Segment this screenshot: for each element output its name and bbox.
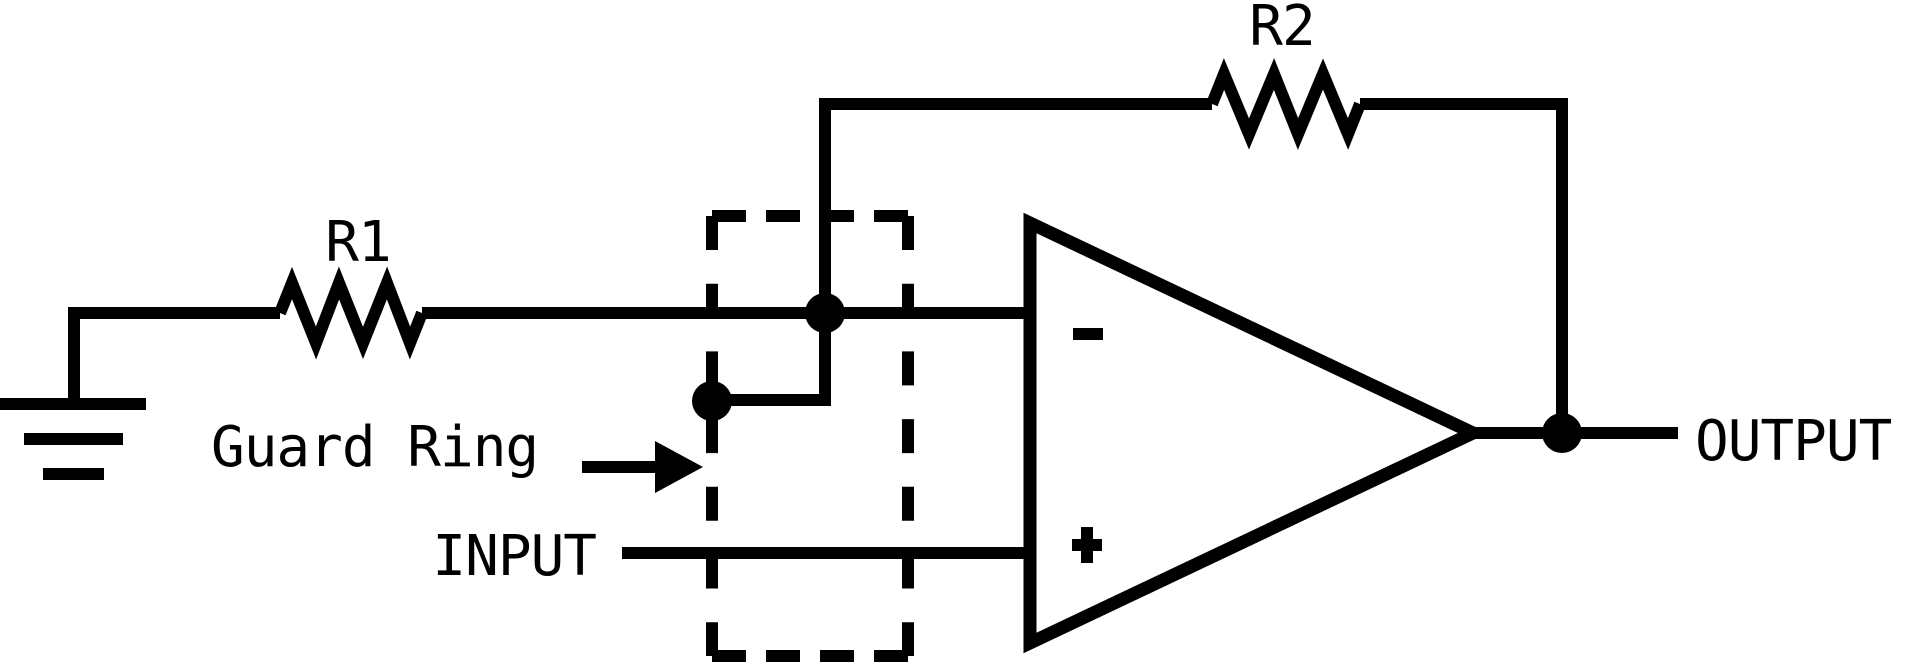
minus-bar [1073,328,1103,340]
wire-r1-to-ground [68,307,280,404]
wire-feedback-right [1360,98,1568,433]
ground-bar-middle [24,433,123,445]
junction-dot-inverting-node [805,293,845,333]
ground-bar-top [0,398,146,410]
arrow-head [655,441,703,493]
output-label: OUTPUT [1695,409,1892,474]
r2-label: R2 [1249,0,1314,59]
wire-feedback-left [819,98,1212,313]
ground-bar-bottom [43,468,104,480]
junction-dot-output-node [1542,413,1582,453]
input-label: INPUT [432,524,596,589]
arrow-shaft [582,461,657,473]
wire-guard-ring-connection [712,313,831,406]
junction-dot-guard-ring [692,381,732,421]
op-amp-plus-symbol [1072,527,1102,563]
r1-label: R1 [325,210,390,275]
plus-vertical-bar [1081,527,1093,563]
right-arrow-icon [582,441,703,493]
op-amp-minus-symbol [1073,328,1103,340]
op-amp-triangle [1023,212,1489,654]
guard-ring-dashed-box [706,210,914,662]
resistor-r1 [274,266,428,360]
guard-ring-label: Guard Ring [211,415,538,480]
ground-icon [0,398,146,480]
resistor-r2 [1206,58,1366,150]
